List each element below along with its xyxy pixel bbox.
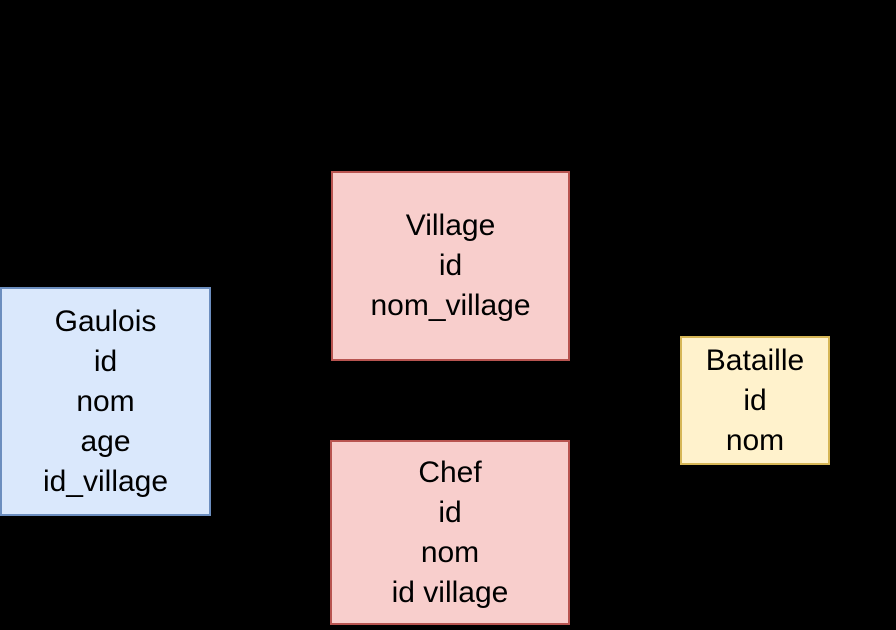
entity-gaulois-title: Gaulois <box>54 304 157 338</box>
entity-bataille[interactable]: Bataille id nom <box>680 336 830 465</box>
entity-chef[interactable]: Chef id nom id village <box>330 440 570 625</box>
entity-village[interactable]: Village id nom_village <box>331 171 570 361</box>
entity-village-title: Village <box>405 209 496 242</box>
entity-bataille-field-nom: nom <box>725 423 785 457</box>
entity-gaulois-field-id: id <box>93 344 118 378</box>
entity-bataille-field-id: id <box>743 383 767 417</box>
entity-gaulois-field-id-village: id_village <box>42 464 169 498</box>
entity-gaulois-field-age: age <box>80 424 131 458</box>
entity-chef-field-id-village: id village <box>391 575 509 609</box>
entity-chef-field-nom: nom <box>420 535 480 569</box>
entity-gaulois[interactable]: Gaulois id nom age id_village <box>0 287 211 516</box>
entity-village-field-id: id <box>438 249 463 282</box>
entity-village-field-nom-village: nom_village <box>370 289 531 322</box>
entity-chef-field-id: id <box>438 495 462 529</box>
entity-gaulois-field-nom: nom <box>76 384 135 418</box>
entity-chef-title: Chef <box>418 455 482 489</box>
entity-bataille-title: Bataille <box>705 343 805 377</box>
